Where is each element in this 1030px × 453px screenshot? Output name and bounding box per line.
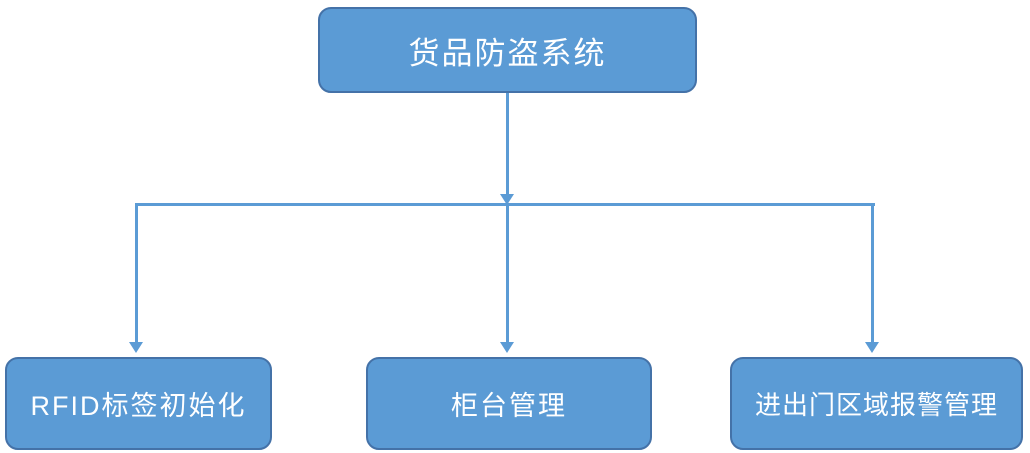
connector-rail: [135, 203, 875, 206]
arrow-down-icon: [129, 342, 143, 353]
flowchart-node-root: 货品防盗系统: [318, 7, 697, 93]
arrow-down-icon: [500, 194, 514, 205]
arrow-down-icon: [500, 342, 514, 353]
connector-drop-middle: [506, 206, 509, 342]
flowchart-node-root-label: 货品防盗系统: [408, 35, 607, 71]
arrow-down-icon: [865, 342, 879, 353]
flowchart-node-counter-management-label: 柜台管理: [451, 391, 567, 421]
flowchart-node-rfid-tag-init-label: RFID标签初始化: [30, 391, 247, 421]
flowchart-node-door-alarm-management-label: 进出门区域报警管理: [754, 390, 998, 420]
flowchart-node-rfid-tag-init: RFID标签初始化: [5, 357, 272, 450]
flowchart-node-door-alarm-management: 进出门区域报警管理: [730, 357, 1023, 450]
flowchart-node-counter-management: 柜台管理: [366, 357, 652, 450]
connector-root-stub: [506, 93, 509, 194]
connector-drop-left: [135, 203, 138, 342]
connector-drop-right: [871, 203, 874, 342]
